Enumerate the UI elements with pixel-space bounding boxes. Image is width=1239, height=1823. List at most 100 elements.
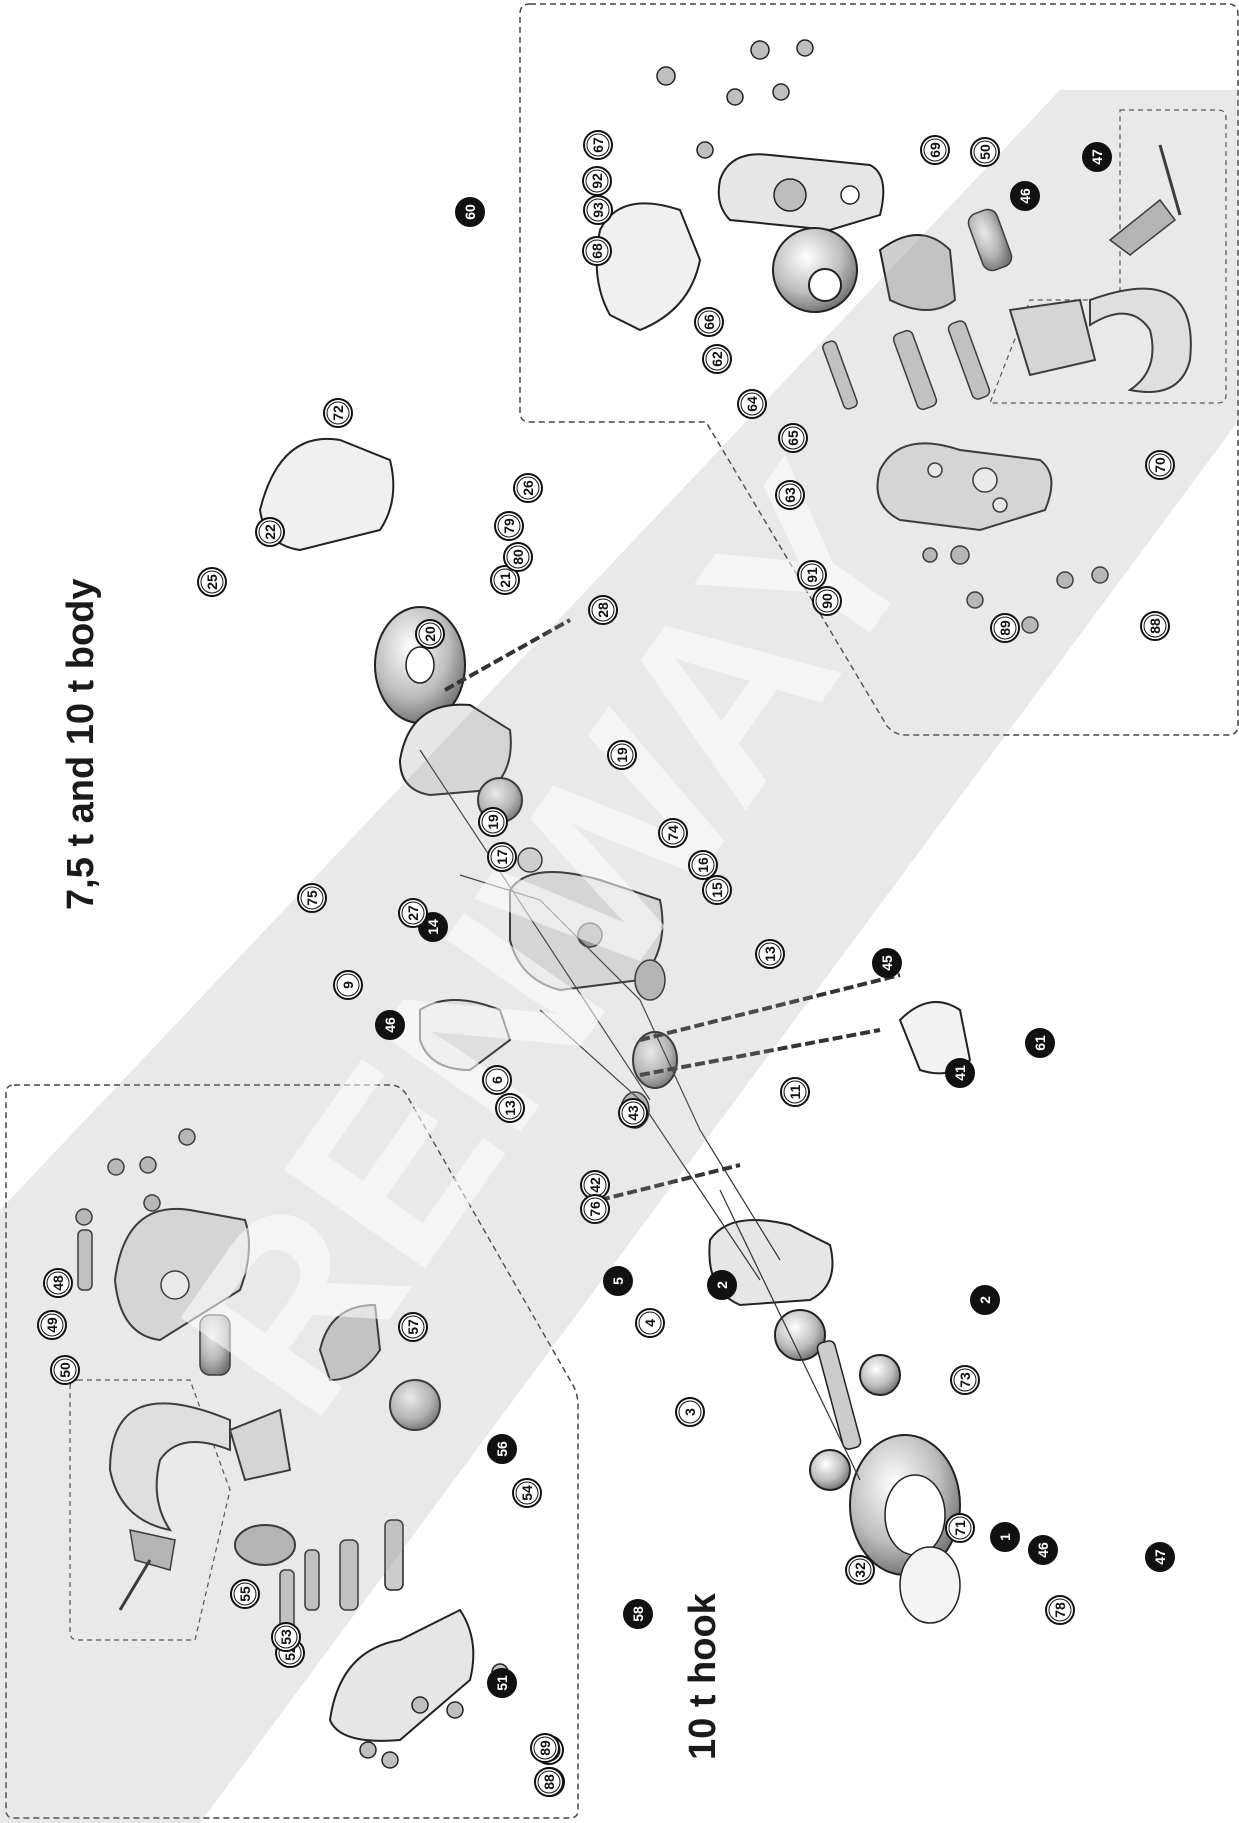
brake-drum-64: [772, 227, 858, 313]
callout-circle: [945, 1513, 975, 1543]
callout-label: 5: [610, 1277, 626, 1285]
callout-circle: [707, 1270, 737, 1300]
callout-label: 53: [278, 1629, 294, 1645]
callout-body-79: 79: [494, 511, 524, 541]
callout-circle: [1010, 181, 1040, 211]
callout-circle: [603, 1266, 633, 1296]
callout-label: 79: [501, 518, 517, 534]
callout-body-2: 2: [970, 1285, 1000, 1315]
callout-top-70: 70: [1145, 450, 1175, 480]
box-58-outline: [5, 1084, 579, 1819]
latch-pin: [1158, 144, 1182, 216]
callout-circle: [197, 567, 227, 597]
gear-4: [774, 1309, 826, 1361]
callout-body-76: 76: [580, 1194, 610, 1224]
callout-body-3: 3: [675, 1397, 705, 1427]
callout-circle: [375, 1010, 405, 1040]
callout-body-16: 16: [688, 850, 718, 880]
callout-label: 47: [1089, 149, 1105, 165]
callout-layer: 1223456911131314151617191920212225262728…: [37, 130, 1175, 1797]
brake-cover-21: [398, 703, 512, 797]
callout-label: 60: [462, 204, 478, 220]
callout-label: 62: [709, 351, 725, 367]
callout-label: 74: [665, 825, 681, 841]
callout-circle: [534, 1767, 564, 1797]
callout-circle: [618, 1098, 648, 1128]
callout-circle: [990, 613, 1020, 643]
callout-bottom-57: 57: [398, 1312, 428, 1342]
callout-label: 1: [997, 1533, 1013, 1541]
callout-body-21: 21: [490, 565, 520, 595]
callout-label: 93: [590, 202, 606, 218]
callout-circle: [513, 473, 543, 503]
callout-circle: [297, 883, 327, 913]
link-55: [234, 1524, 296, 1566]
callout-circle: [512, 1478, 542, 1508]
callout-body-2: 2: [707, 1270, 737, 1300]
callout-top-60: 60: [455, 197, 485, 227]
callout-circle: [43, 1268, 73, 1298]
callout-top-47: 47: [1082, 142, 1112, 172]
callout-circle: [530, 1733, 560, 1763]
callout-label: 28: [595, 602, 611, 618]
callout-label: 78: [1052, 1602, 1068, 1618]
callout-top-50: 50: [970, 137, 1000, 167]
callout-circle: [455, 197, 485, 227]
callout-top-46: 46: [1010, 181, 1040, 211]
callout-body-61: 61: [1025, 1028, 1055, 1058]
callout-top-69: 69: [920, 135, 950, 165]
brake-drum-64-hub: [808, 268, 842, 302]
callout-bottom-89: 89: [530, 1733, 560, 1763]
callout-body-26: 26: [513, 473, 543, 503]
callout-top-92: 92: [582, 166, 612, 196]
callout-body-19: 19: [478, 807, 508, 837]
callout-circle: [323, 398, 353, 428]
callout-label: 3: [682, 1408, 698, 1416]
latch-47-top: [1108, 198, 1177, 256]
callout-body-28: 28: [588, 595, 618, 625]
callout-label: 65: [785, 430, 801, 446]
callout-label: 72: [330, 405, 346, 421]
callout-bottom-53: 53: [271, 1622, 301, 1652]
callout-label: 56: [494, 1441, 510, 1457]
callout-label: 70: [1152, 457, 1168, 473]
callout-circle: [1028, 1535, 1058, 1565]
callout-label: 50: [57, 1362, 73, 1378]
callout-body-1: 1: [990, 1522, 1020, 1552]
callout-label: 61: [1032, 1035, 1048, 1051]
plate-63-hole: [972, 467, 998, 493]
callout-label: 46: [1017, 188, 1033, 204]
callout-circle: [487, 1668, 517, 1698]
callout-body-27: 27: [398, 898, 428, 928]
callout-top-91: 91: [797, 560, 827, 590]
callout-top-65: 65: [778, 423, 808, 453]
callout-bottom-49: 49: [37, 1310, 67, 1340]
clutch-segment-57: [318, 1303, 382, 1382]
nuts-top: [656, 39, 1109, 634]
callout-label: 6: [489, 1076, 505, 1084]
callout-circle: [582, 236, 612, 266]
callout-body-46: 46: [375, 1010, 405, 1040]
callout-circle: [495, 1093, 525, 1123]
callout-label: 91: [804, 567, 820, 583]
body-title: 7,5 t and 10 t body: [60, 578, 102, 910]
callout-top-64: 64: [737, 389, 767, 419]
callout-top-62: 62: [702, 344, 732, 374]
pin-54b: [339, 1539, 359, 1611]
callout-circle: [582, 166, 612, 196]
cover-68: [595, 202, 702, 332]
bottom-hook-61: [898, 1001, 972, 1075]
callout-top-90: 90: [812, 586, 842, 616]
callout-label: 66: [701, 314, 717, 330]
callout-body-9: 9: [333, 970, 363, 1000]
callout-body-17: 17: [487, 842, 517, 872]
callout-body-13: 13: [755, 939, 785, 969]
shaft-65: [822, 340, 858, 410]
callout-label: 55: [237, 1586, 253, 1602]
callout-label: 26: [520, 480, 536, 496]
callout-circle: [398, 898, 428, 928]
pin-53: [304, 1549, 320, 1611]
plate-63-hole: [927, 462, 943, 478]
callout-label: 49: [44, 1317, 60, 1333]
